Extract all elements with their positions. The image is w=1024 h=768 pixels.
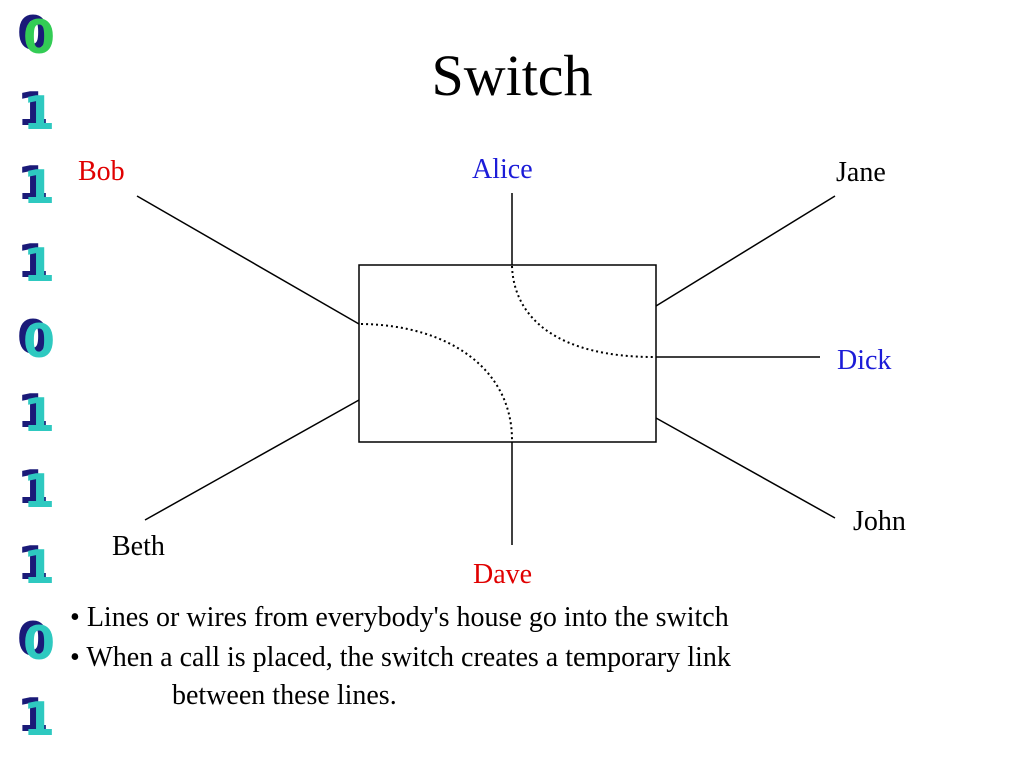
binary-digit-shadow: 1 — [16, 688, 49, 742]
binary-digit-shadow: 0 — [16, 310, 49, 364]
node-label-beth: Beth — [112, 531, 165, 562]
binary-digit-shadow: 1 — [16, 460, 49, 514]
bullet-item: • Lines or wires from everybody's house … — [70, 598, 970, 638]
node-label-jane: Jane — [836, 157, 886, 188]
line-john — [655, 417, 836, 519]
bullet-text: When a call is placed, the switch create… — [86, 642, 731, 673]
bullet-list: • Lines or wires from everybody's house … — [70, 598, 970, 714]
node-label-john: John — [853, 506, 906, 537]
binary-digit-shadow: 0 — [16, 612, 49, 666]
link-bob-dave — [360, 323, 513, 441]
bullet-marker: • — [70, 602, 80, 633]
node-label-alice: Alice — [472, 154, 533, 185]
node-label-bob: Bob — [78, 156, 125, 187]
slide-title: Switch — [431, 43, 593, 108]
binary-digit-face: 0 — [22, 314, 55, 368]
binary-digit-face: 1 — [22, 692, 55, 746]
node-label-dave: Dave — [473, 559, 533, 590]
binary-digit-face: 1 — [22, 540, 55, 594]
binary-digit-face: 1 — [22, 388, 55, 442]
line-beth — [144, 399, 360, 521]
binary-digit-face: 1 — [22, 160, 55, 214]
binary-digit-face: 0 — [22, 616, 55, 670]
switch-box — [358, 264, 657, 443]
line-jane — [655, 195, 836, 307]
link-alice-dick — [511, 265, 655, 358]
bullet-text: Lines or wires from everybody's house go… — [86, 602, 729, 633]
binary-digit-face: 1 — [22, 86, 55, 140]
binary-digit-shadow: 1 — [16, 384, 49, 438]
binary-digit-shadow: 1 — [16, 156, 49, 210]
binary-digit-shadow: 0 — [16, 6, 49, 60]
node-label-dick: Dick — [837, 345, 892, 376]
bullet-item: • When a call is placed, the switch crea… — [70, 638, 970, 678]
binary-digit-face: 1 — [22, 464, 55, 518]
bullet-marker: • — [70, 642, 80, 673]
binary-digit-face: 0 — [22, 10, 55, 64]
binary-digit-shadow: 1 — [16, 536, 49, 590]
bullet-continuation: between these lines. — [172, 680, 397, 711]
binary-digit-face: 1 — [22, 238, 55, 292]
binary-digit-shadow: 1 — [16, 234, 49, 288]
binary-digit-shadow: 1 — [16, 82, 49, 136]
line-bob — [136, 195, 360, 325]
